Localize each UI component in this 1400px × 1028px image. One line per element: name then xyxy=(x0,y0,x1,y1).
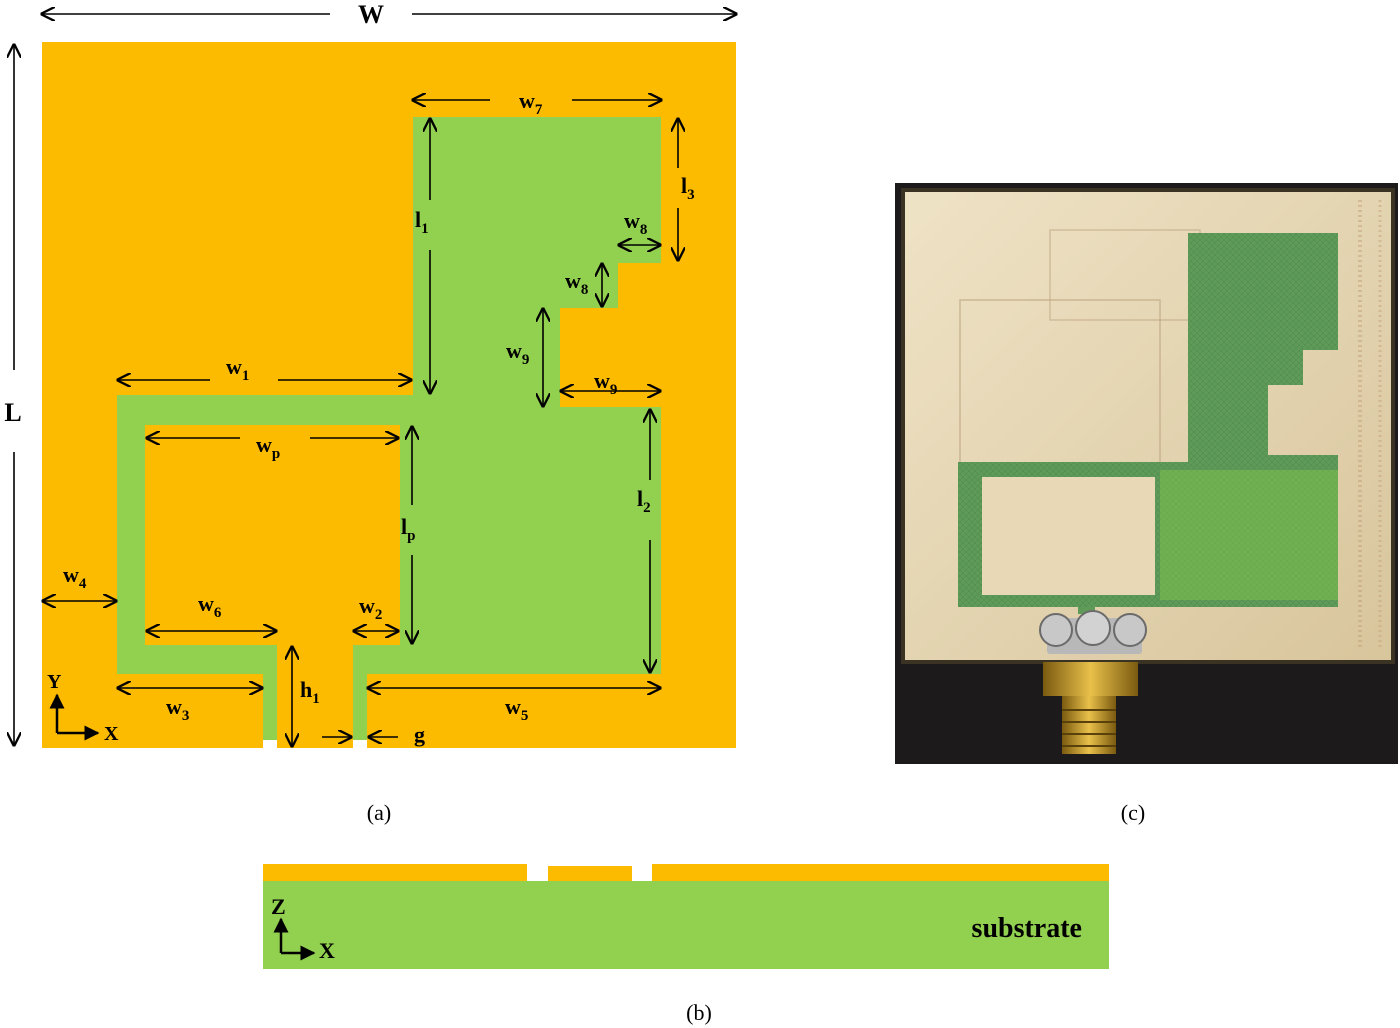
dim-label-l1: l1 xyxy=(415,207,429,237)
dim-label-g: g xyxy=(414,722,425,747)
dim-label-w1: w1 xyxy=(226,354,249,384)
sma-barrel xyxy=(1062,696,1116,754)
axis-label-x: X xyxy=(104,723,119,745)
prototype-photo-c xyxy=(895,183,1398,764)
caption-b: (b) xyxy=(686,1000,712,1025)
dim-label-lp: lp xyxy=(401,514,415,544)
dim-label-w9b: w9 xyxy=(594,368,617,398)
dim-label-w6: w6 xyxy=(198,591,222,621)
feed-gap-right xyxy=(353,740,367,748)
dim-label-w3: w3 xyxy=(166,694,189,724)
copper-top-left xyxy=(263,864,527,881)
photo-board-edge xyxy=(901,188,1395,664)
dim-label-w8a: w8 xyxy=(624,208,647,238)
antenna-layout-a: W L w7 l3 l1 w8 w8 w9 w9 w1 xyxy=(4,0,736,748)
substrate-label: substrate xyxy=(972,913,1082,944)
photo-patch xyxy=(982,477,1155,595)
dim-label-h1: h1 xyxy=(300,677,320,707)
sma-solder-center xyxy=(1075,610,1111,646)
axis-label-y: Y xyxy=(47,671,62,693)
sma-solder-left xyxy=(1039,613,1073,647)
dim-label-w4: w4 xyxy=(63,562,87,592)
copper-top-right xyxy=(652,864,1109,881)
dim-label-L: L xyxy=(4,398,21,427)
dim-label-w2: w2 xyxy=(359,593,382,623)
axis-label-z: Z xyxy=(271,894,286,919)
dim-label-l3: l3 xyxy=(681,173,695,203)
dim-label-w7: w7 xyxy=(519,88,543,118)
copper-top-feed xyxy=(548,866,632,881)
caption-c: (c) xyxy=(1121,800,1145,825)
axis-label-x-b: X xyxy=(319,938,335,963)
sma-connector xyxy=(1039,610,1147,754)
caption-a: (a) xyxy=(367,800,391,825)
dim-label-w8b: w8 xyxy=(565,268,588,298)
side-view-b: substrate Z X xyxy=(263,864,1109,969)
dim-label-l2: l2 xyxy=(637,486,651,516)
photo-slot-highlight xyxy=(1160,470,1338,600)
slot-region xyxy=(117,117,661,748)
sma-flange xyxy=(1043,662,1138,696)
dim-label-wp: wp xyxy=(256,432,280,462)
dim-label-w5: w5 xyxy=(505,694,528,724)
dim-label-W: W xyxy=(358,0,384,29)
sma-solder-right xyxy=(1113,613,1147,647)
dim-label-w9a: w9 xyxy=(506,338,529,368)
feed-gap-left xyxy=(263,740,277,748)
substrate-block xyxy=(263,881,1109,969)
